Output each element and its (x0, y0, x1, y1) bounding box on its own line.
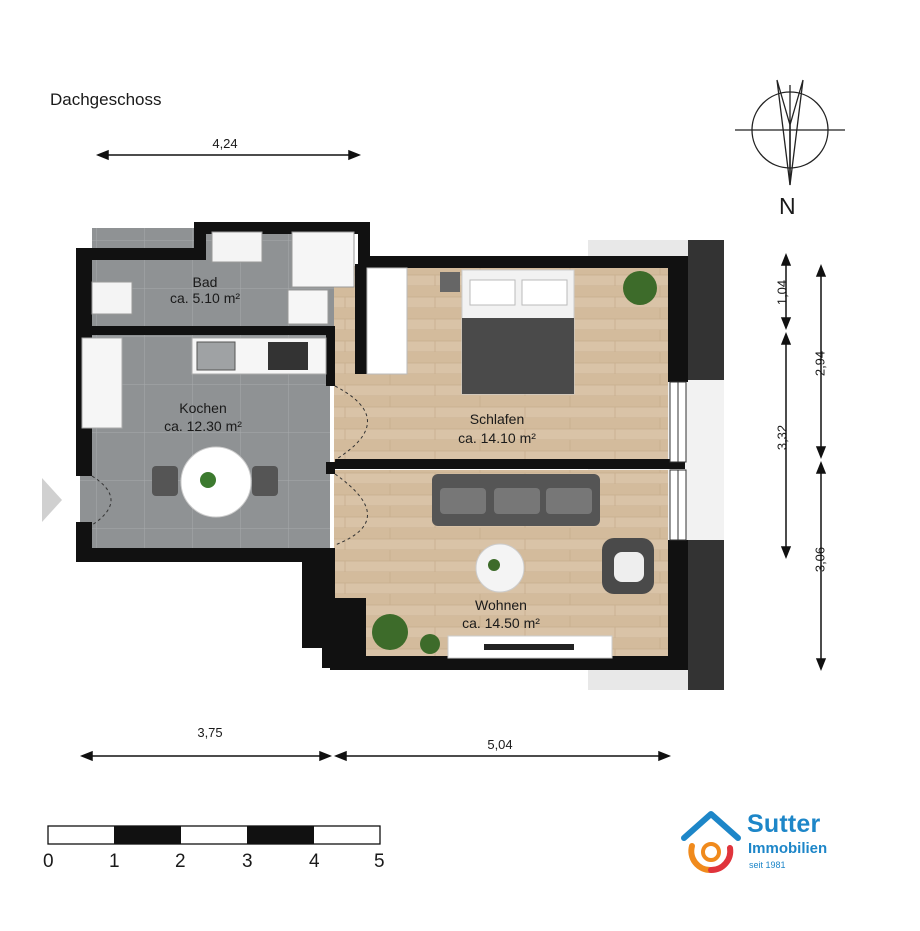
room-kochen: Kochen ca. 12.30 m² (148, 400, 258, 434)
room-kochen-area: ca. 12.30 m² (164, 418, 242, 434)
scale-label-2: 2 (175, 851, 186, 872)
scale-label-3: 3 (242, 851, 253, 872)
room-bad-name: Bad (192, 274, 218, 290)
scale-label-1: 1 (109, 851, 120, 872)
dimension-bottom-right: 5,04 (487, 737, 513, 752)
compass-north-label: N (779, 193, 796, 219)
logo-since: seit 1981 (749, 860, 786, 870)
room-bad-area: ca. 5.10 m² (169, 290, 241, 306)
compass: N (735, 75, 845, 225)
room-wohnen-name: Wohnen (475, 597, 527, 613)
scale-bar (47, 825, 381, 845)
logo-name: Sutter (747, 810, 821, 838)
room-wohnen: Wohnen ca. 14.50 m² (446, 597, 556, 631)
scale-label-5: 5 (374, 851, 385, 872)
logo-sub: Immobilien (748, 840, 828, 857)
room-bad: Bad ca. 5.10 m² (155, 274, 255, 306)
room-schlafen: Schlafen ca. 14.10 m² (442, 411, 552, 446)
room-kochen-name: Kochen (179, 400, 227, 416)
dimension-top-width: 4,24 (212, 136, 238, 151)
dimension-bottom-left: 3,75 (197, 725, 223, 740)
scale-label-4: 4 (309, 851, 320, 872)
logo-house-icon (681, 811, 741, 874)
room-schlafen-name: Schlafen (469, 411, 525, 427)
room-wohnen-area: ca. 14.50 m² (462, 615, 540, 631)
scale-label-0: 0 (43, 851, 54, 872)
compass-rose-icon (735, 79, 845, 186)
floor-title: Dachgeschoss (50, 90, 162, 109)
room-schlafen-area: ca. 14.10 m² (458, 430, 536, 446)
